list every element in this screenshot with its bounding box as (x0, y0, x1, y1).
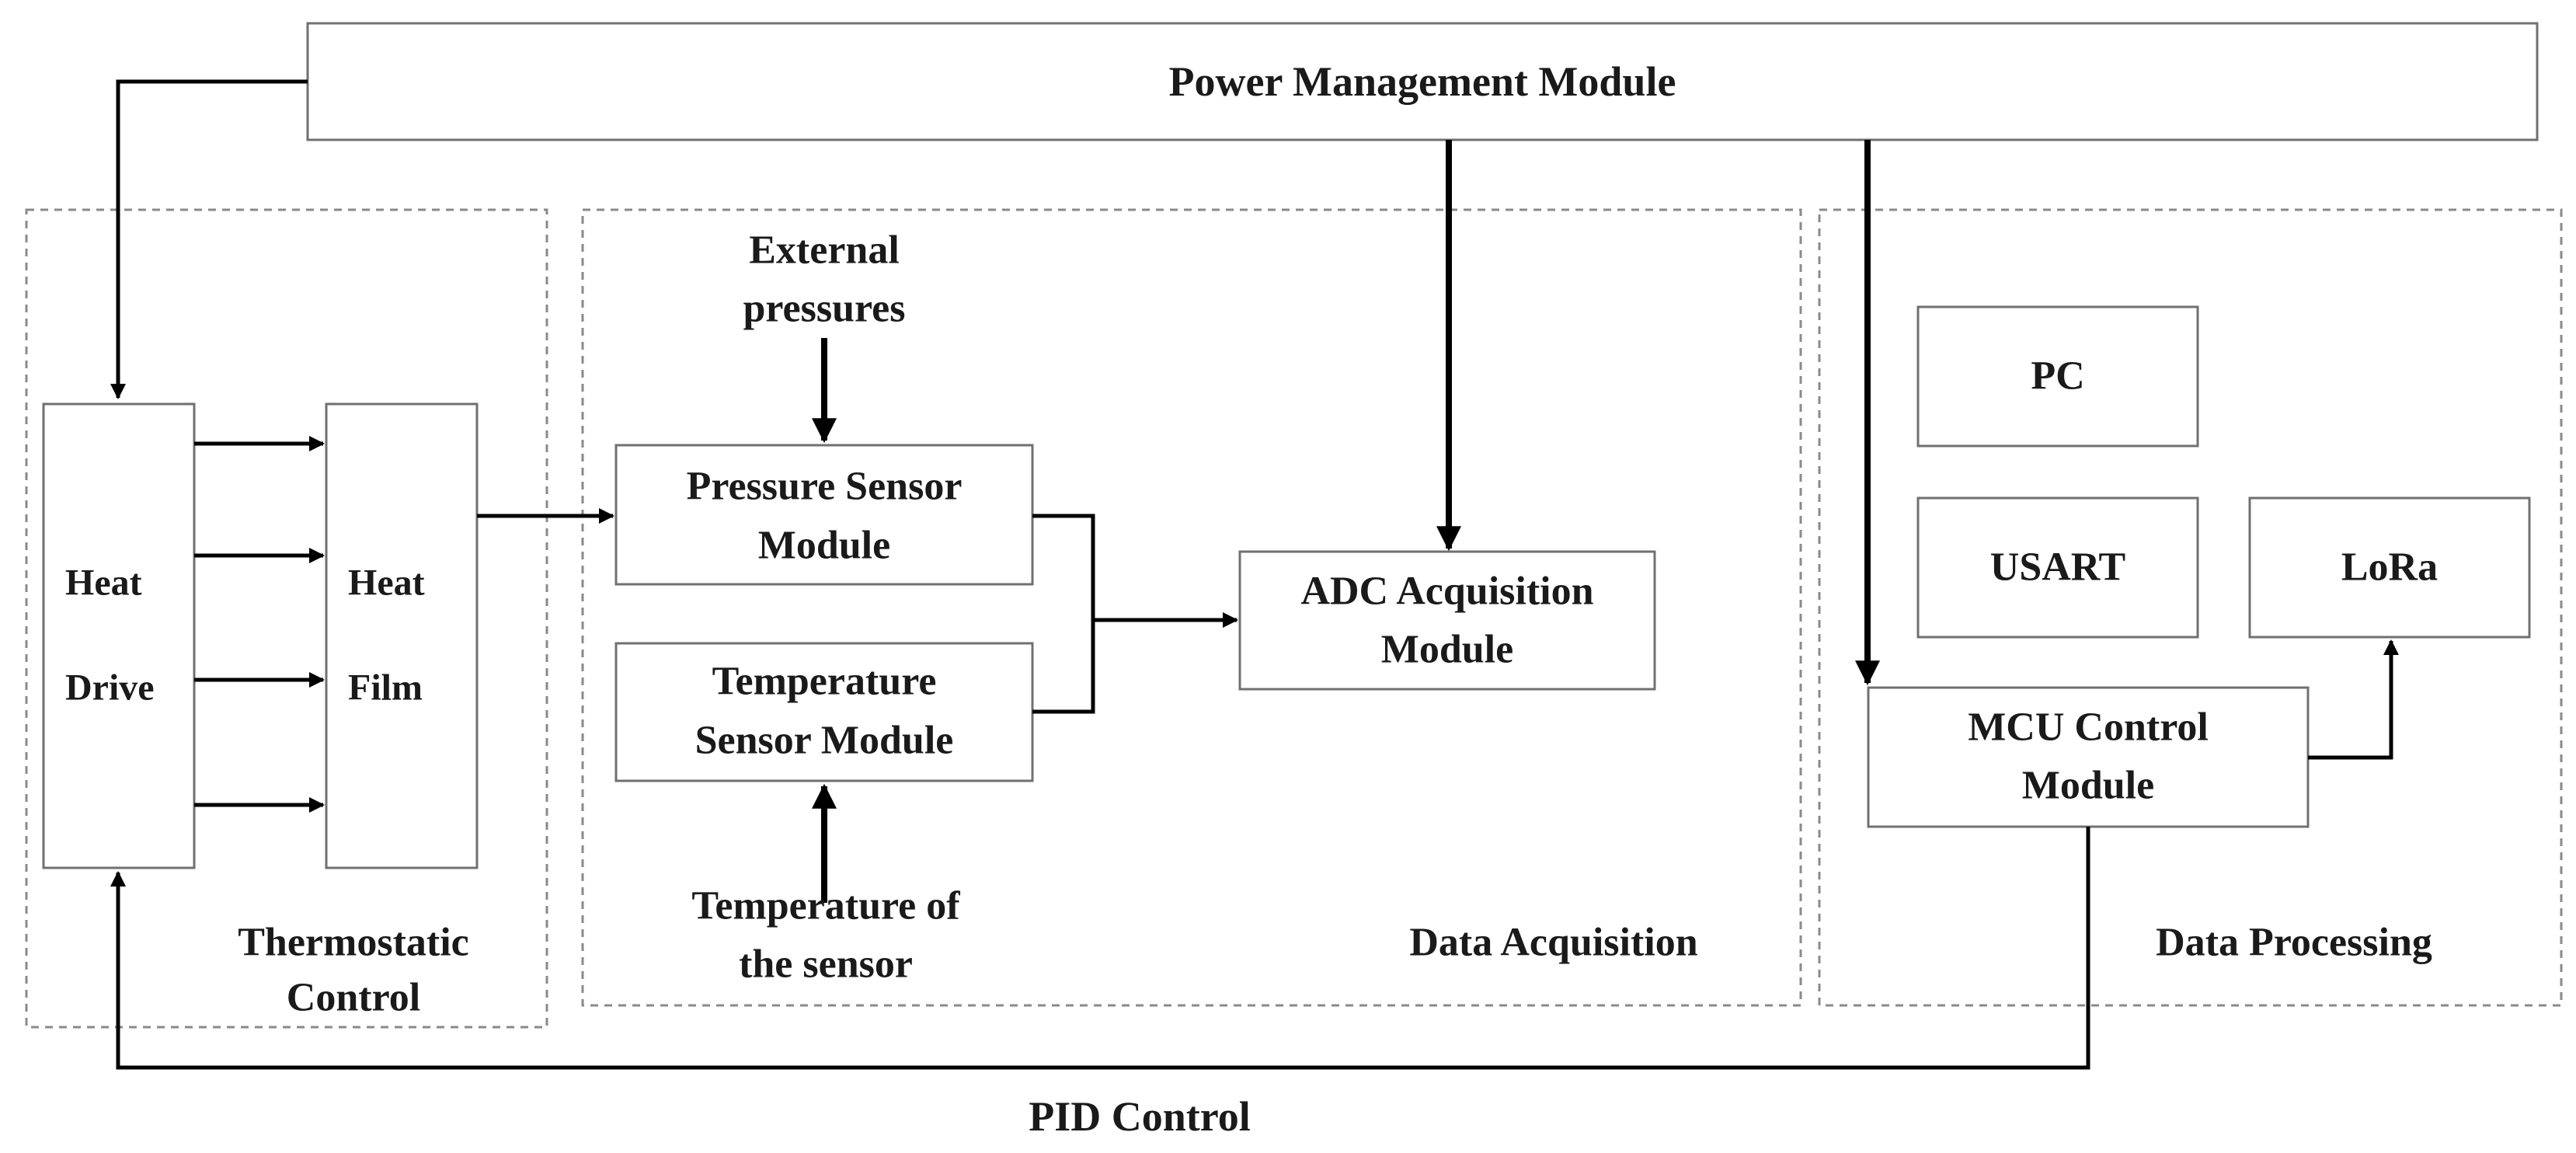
external-pressures-label-line-1: External (749, 228, 900, 273)
heat-film-label-line-2: Film (348, 667, 423, 709)
mcu-control-box (1867, 686, 2310, 828)
pc-label: PC (2031, 354, 2084, 399)
data-acquisition-label: Data Acquisition (1409, 921, 1697, 965)
usart-box (1916, 496, 2199, 639)
thermostatic-control-label-line-1: Thermostatic (238, 921, 468, 965)
data-processing-group (1818, 208, 2563, 1007)
mcu-control-label-line-1: MCU Control (1968, 705, 2209, 750)
sensor-temperature-label-line-2: the sensor (739, 942, 913, 987)
pid-control-label: PID Control (1029, 1093, 1251, 1140)
adc-label-line-1: ADC Acquisition (1300, 570, 1593, 614)
usart-label: USART (1990, 545, 2125, 590)
power-management-label: Power Management Module (1169, 58, 1676, 105)
data-acquisition-group (581, 208, 1802, 1007)
temperature-sensor-box (614, 642, 1034, 782)
sensor-temperature-label-line-1: Temperature of (691, 884, 960, 928)
pressure-sensor-output-line (1032, 514, 1095, 714)
heat-drive-label-line-1: Heat (65, 563, 142, 604)
heat-film-label-line-1: Heat (348, 563, 425, 604)
power-to-heat-drive-arrow (110, 79, 308, 399)
lora-label: LoRa (2341, 545, 2438, 590)
data-processing-label: Data Processing (2156, 921, 2432, 965)
adc-label-line-2: Module (1381, 628, 1513, 672)
heat-film-box (325, 402, 479, 869)
pid-feedback-arrow (110, 827, 2090, 1070)
mcu-control-label-line-2: Module (2022, 764, 2154, 808)
mcu-to-lora-arrow (2308, 639, 2399, 760)
thermostatic-control-label-line-2: Control (287, 976, 420, 1020)
heat-drive-box (42, 402, 196, 869)
pressure-sensor-label-line-2: Module (758, 524, 890, 568)
temperature-sensor-label-line-2: Sensor Module (695, 719, 954, 763)
heat-drive-label-line-2: Drive (65, 667, 155, 709)
adc-acquisition-box (1238, 550, 1656, 691)
pressure-sensor-label-line-1: Pressure Sensor (687, 465, 963, 509)
lora-box (2248, 496, 2531, 639)
pressure-sensor-box (614, 444, 1034, 586)
pc-box (1916, 305, 2199, 448)
thermostatic-control-group (25, 208, 548, 1029)
power-management-box (306, 22, 2539, 141)
temperature-sensor-label-line-1: Temperature (712, 660, 937, 704)
external-pressures-label-line-2: pressures (743, 287, 906, 331)
